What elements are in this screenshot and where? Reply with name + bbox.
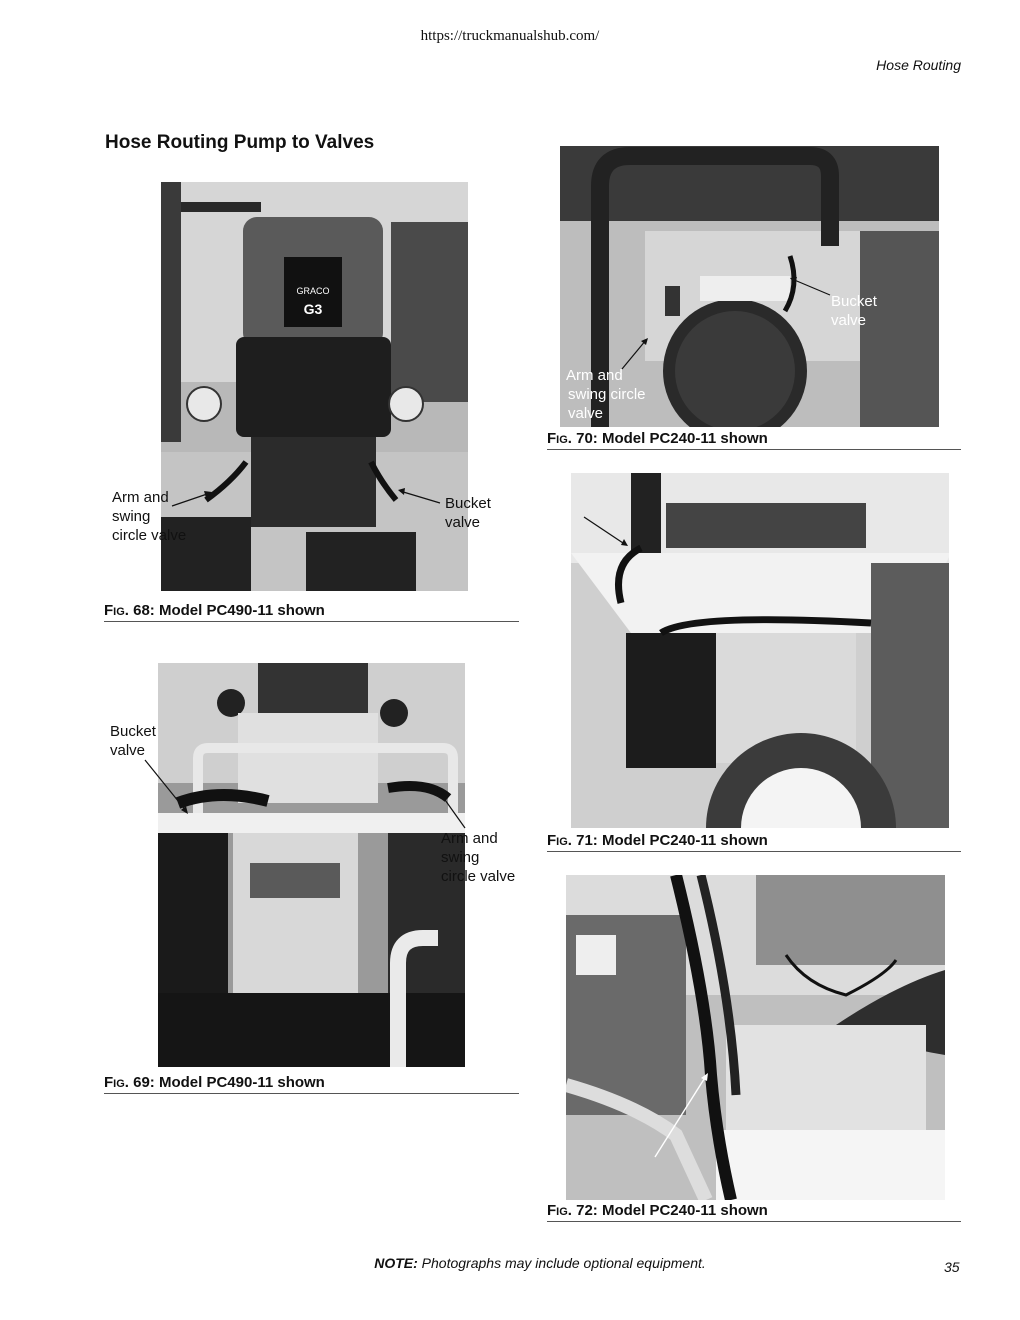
label-arm-swing-circle-valve: Arm and swing circle valve (566, 367, 646, 422)
label-bucket-valve: Bucket valve (445, 495, 491, 531)
label-arm-swing-circle-valve: Arm and swing circle valve (441, 830, 516, 885)
photo-fig-68: GRACO G3 (161, 182, 468, 591)
photo-fig-72 (566, 875, 945, 1200)
photo-fig-71 (571, 473, 949, 828)
page-number: 35 (944, 1259, 960, 1275)
label-bucket-valve: Bucket valve (831, 293, 877, 329)
label-bucket-valve: Bucket valve (110, 723, 156, 759)
caption-fig-72: Fig. 72: Model PC240-11 shown (547, 1202, 961, 1222)
graco-logo-brand: GRACO (296, 286, 329, 296)
caption-fig-70: Fig. 70: Model PC240-11 shown (547, 430, 961, 450)
caption-fig-71: Fig. 71: Model PC240-11 shown (547, 832, 961, 852)
page-title: Hose Routing Pump to Valves (105, 132, 375, 153)
note-text: Photographs may include optional equipme… (417, 1255, 706, 1271)
photo-fig-70 (560, 146, 939, 427)
running-header: Hose Routing (876, 57, 961, 73)
photo-fig-69 (158, 663, 465, 1067)
caption-fig-69: Fig. 69: Model PC490-11 shown (104, 1074, 519, 1094)
label-arm-swing-circle-valve: Arm and swing circle valve (112, 489, 187, 544)
graco-logo-model: G3 (304, 301, 323, 317)
caption-fig-68: Fig. 68: Model PC490-11 shown (104, 602, 519, 622)
source-url: https://truckmanualshub.com/ (420, 28, 600, 44)
footer-note: NOTE: Photographs may include optional e… (0, 1255, 1020, 1271)
note-label: NOTE: (374, 1255, 418, 1271)
